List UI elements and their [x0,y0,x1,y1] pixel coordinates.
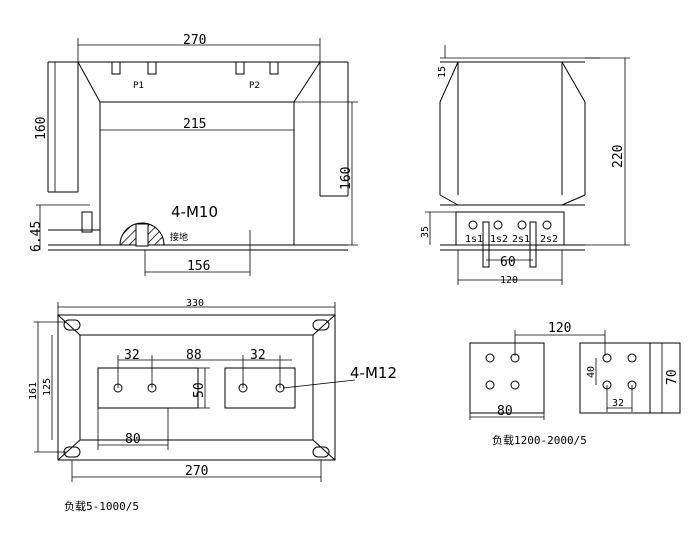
dim-plan-32a: 32 [124,348,140,363]
dim-front-bottom: 156 [187,259,210,274]
dim-front-base: 6.45 [29,221,44,252]
caption-1200-2000: 负载1200-2000/5 [492,433,587,447]
terminal-1s2: 1s2 [490,234,508,245]
terminal-2s2: 2s2 [540,234,558,245]
dim-plan-270: 270 [185,464,208,479]
dim-plan-88: 88 [186,348,202,363]
ground-label: 接地 [170,231,188,243]
bolt-label-m10: 4-M10 [171,203,218,221]
side-view: 15 220 35 1s1 1s2 2s1 2s2 60 [420,45,630,286]
terminal-p2-label: P2 [249,81,260,91]
front-view: 270 P1 P2 215 160 160 [29,33,358,276]
dim-detail-40: 40 [586,366,597,378]
dim-plan-80: 80 [125,432,141,447]
dim-detail-32: 32 [612,398,624,409]
dim-side-pitch: 60 [500,255,516,270]
dim-side-box: 35 [420,226,431,238]
dim-plan-outer: 330 [186,298,204,309]
dim-detail-70: 70 [665,369,680,385]
terminal-1s1: 1s1 [465,234,483,245]
dim-front-width: 270 [183,33,206,48]
plan-view: 330 32 88 32 50 [28,298,397,513]
dim-plan-50: 50 [192,382,207,398]
dim-front-height-left: 160 [34,117,49,140]
dim-plan-125: 125 [42,378,53,396]
caption-5-1000: 负载5-1000/5 [64,499,139,513]
dim-side-top: 15 [437,66,448,78]
dim-plan-32b: 32 [250,348,266,363]
detail-view: 120 80 40 70 32 负载1200-2000/5 [469,321,681,447]
dim-side-height: 220 [611,145,626,168]
dim-front-height-right: 160 [339,167,354,190]
terminal-2s1: 2s1 [512,234,530,245]
dim-front-inner-width: 215 [183,117,206,132]
dim-detail-120: 120 [548,321,571,336]
bolt-label-m12: 4-M12 [350,364,397,382]
dim-side-base: 120 [500,275,518,286]
dim-detail-80: 80 [497,404,513,419]
terminal-p1-label: P1 [133,81,144,91]
dim-plan-161: 161 [28,382,39,400]
